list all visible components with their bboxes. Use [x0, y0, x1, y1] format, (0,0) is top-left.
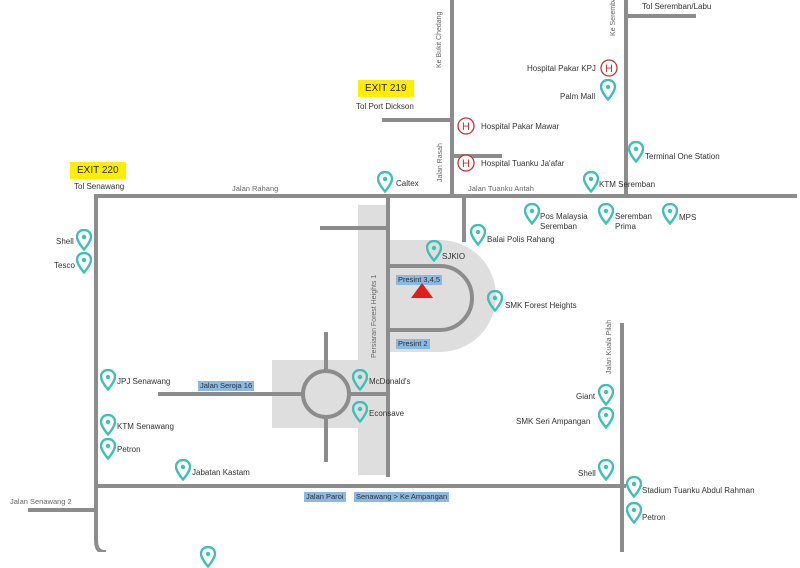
- ktm-seremban-label: KTM Seremban: [599, 180, 656, 189]
- map-pin-icon: [100, 369, 116, 391]
- jalan-seroja-label: Jalan Seroja 16: [198, 381, 255, 391]
- map-pin-icon: [470, 224, 486, 246]
- jpj-senawang-label: JPJ Senawang: [117, 377, 171, 386]
- svg-text:H: H: [462, 121, 470, 133]
- giant-label: Giant: [576, 392, 596, 401]
- ke-seremban-label: Ke Seremban: [610, 0, 617, 36]
- smk-seri-ampangan-label: SMK Seri Ampangan: [516, 417, 591, 426]
- toll-port-dickson-label: Tol Port Dickson: [356, 102, 414, 111]
- map-pin-icon: [600, 79, 616, 101]
- presint-345-label: Presint 3,4,5: [396, 275, 443, 285]
- balai-polis-label: Balai Polis Rahang: [487, 235, 555, 244]
- road-network: [28, 0, 797, 552]
- roundabout: [301, 369, 351, 419]
- toll-senawang-label: Tol Senawang: [74, 182, 125, 191]
- svg-text:H: H: [462, 158, 470, 170]
- map-pin-icon: [583, 171, 599, 193]
- jalan-senawang-2-label: Jalan Senawang 2: [10, 497, 72, 506]
- map-pin-icon: [175, 459, 191, 481]
- shell-west-label: Shell: [56, 237, 74, 246]
- map-pin-icon: [626, 476, 642, 498]
- shell-east-label: Shell: [578, 469, 596, 478]
- exit-220-sign: EXIT 220: [70, 162, 126, 179]
- map-pin-icon: [426, 240, 442, 262]
- senawang-ampangan-label: Senawang > Ke Ampangan: [354, 492, 450, 502]
- map-pin-icon: [598, 407, 614, 429]
- seremban-prima-label: Seremban Prima: [615, 212, 652, 231]
- petron-west-label: Petron: [117, 445, 141, 454]
- map-pin-icon: [352, 401, 368, 423]
- econsave-label: Econsave: [369, 409, 405, 418]
- hospital-icon: H: [457, 117, 475, 135]
- hospital-pakar-mawar-label: Hospital Pakar Mawar: [481, 122, 560, 131]
- hospital-icon: H: [600, 59, 618, 77]
- map-pin-icon: [76, 252, 92, 274]
- forest-heights-area: [358, 205, 390, 475]
- jalan-rasah-label: Jalan Rasah: [437, 143, 444, 182]
- tesco-label: Tesco: [54, 261, 75, 270]
- map-pin-icon: [200, 546, 216, 568]
- map-pin-icon: [598, 203, 614, 225]
- map-pin-icon: [76, 229, 92, 251]
- mps-label: MPS: [679, 213, 697, 222]
- palm-mall-label: Palm Mall: [560, 92, 596, 101]
- sjkio-label: SJKIO: [442, 252, 466, 261]
- persiaran-forest-heights-label: Persiaran Forest Heights 1: [371, 274, 378, 358]
- jalan-tuanku-antah-label: Jalan Tuanku Antah: [468, 184, 534, 193]
- terminal-one-label: Terminal One Station: [645, 152, 720, 161]
- map-pin-icon: [487, 290, 503, 312]
- map-pin-icon: [100, 414, 116, 436]
- location-map: EXIT 219 EXIT 220 Tol Port Dickson Tol S…: [10, 0, 797, 568]
- hospital-tuanku-jaafar-label: Hospital Tuanku Ja'afar: [481, 159, 565, 168]
- map-pin-icon: [598, 459, 614, 481]
- map-pin-icon: [662, 203, 678, 225]
- map-pin-icon: [377, 171, 393, 193]
- mcdonalds-label: McDonald's: [369, 377, 411, 386]
- jalan-kuala-pilah-label: Jalan Kuala Pilah: [606, 319, 613, 374]
- svg-text:H: H: [605, 63, 613, 75]
- ke-bukit-chedang-label: Ke Bukit Chedang: [436, 11, 443, 68]
- ktm-senawang-label: KTM Senawang: [117, 422, 174, 431]
- map-pin-icon: [100, 438, 116, 460]
- map-pin-icon: [598, 384, 614, 406]
- caltex-label: Caltex: [396, 179, 419, 188]
- presint-loop-road: [386, 264, 474, 332]
- project-location-marker: [411, 283, 433, 298]
- map-pin-icon: [352, 369, 368, 391]
- stadium-label: Stadium Tuanku Abdul Rahman: [642, 486, 755, 495]
- hospital-pakar-kpj-label: Hospital Pakar KPJ: [527, 64, 596, 73]
- jalan-rahang-label: Jalan Rahang: [232, 184, 279, 193]
- map-pin-icon: [628, 141, 644, 163]
- map-pin-icon: [524, 203, 540, 225]
- petron-east-label: Petron: [642, 513, 666, 522]
- toll-seremban-labu-label: Tol Seremban/Labu: [642, 2, 712, 11]
- exit-219-sign: EXIT 219: [358, 80, 414, 97]
- presint-2-label: Presint 2: [396, 339, 430, 349]
- pos-malaysia-label: Pos Malaysia Seremban: [540, 212, 588, 231]
- jabatan-kastam-label: Jabatan Kastam: [192, 468, 250, 477]
- jalan-paroi-label: Jalan Paroi: [304, 492, 346, 502]
- map-pin-icon: [626, 502, 642, 524]
- hospital-icon: H: [457, 154, 475, 172]
- smk-forest-heights-label: SMK Forest Heights: [505, 301, 577, 310]
